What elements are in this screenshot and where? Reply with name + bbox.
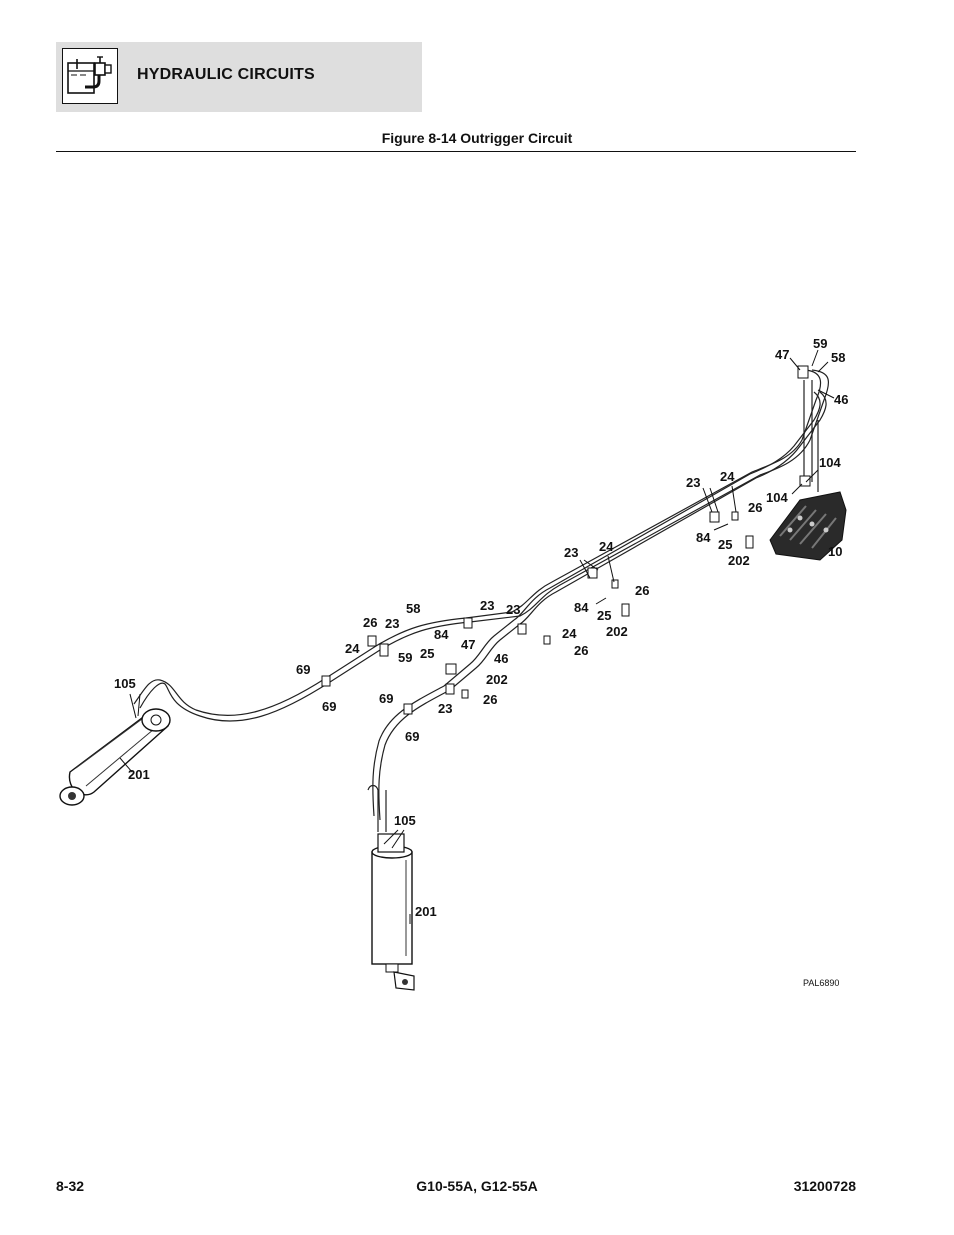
callout-24: 24 <box>562 626 577 641</box>
callout-58: 58 <box>406 601 420 616</box>
callout-69: 69 <box>322 699 336 714</box>
callout-25: 25 <box>420 646 434 661</box>
callout-202: 202 <box>728 553 750 568</box>
callout-10: 10 <box>828 544 842 559</box>
callout-105: 105 <box>394 813 416 828</box>
model-numbers: G10-55A, G12-55A <box>416 1178 538 1194</box>
callout-23: 23 <box>686 475 700 490</box>
callout-26: 26 <box>635 583 649 598</box>
callout-24: 24 <box>345 641 360 656</box>
document-number: 31200728 <box>793 1178 856 1194</box>
left-outrigger-cylinder <box>59 708 171 806</box>
callout-59: 59 <box>398 650 412 665</box>
control-valve-block <box>769 491 847 561</box>
section-title: HYDRAULIC CIRCUITS <box>137 66 315 83</box>
callout-84: 84 <box>696 530 711 545</box>
callout-labels: 47 59 58 46 104 104 10 23 24 26 84 25 20… <box>114 336 848 988</box>
page-number: 8-32 <box>56 1178 85 1194</box>
callout-47: 47 <box>461 637 475 652</box>
callout-69: 69 <box>296 662 310 677</box>
callout-202: 202 <box>486 672 508 687</box>
hydraulic-lines <box>133 369 830 832</box>
callout-23: 23 <box>438 701 452 716</box>
callout-105: 105 <box>114 676 136 691</box>
callout-46: 46 <box>834 392 848 407</box>
callout-26: 26 <box>483 692 497 707</box>
callout-46: 46 <box>494 651 508 666</box>
callout-69: 69 <box>379 691 393 706</box>
callout-23: 23 <box>385 616 399 631</box>
callout-25: 25 <box>597 608 611 623</box>
callout-25: 25 <box>718 537 732 552</box>
drawing-code: PAL6890 <box>803 978 839 988</box>
figure-title: Figure 8-14 Outrigger Circuit <box>381 130 573 146</box>
hydraulic-reservoir-icon <box>62 48 118 104</box>
callout-leaders <box>119 349 835 924</box>
callout-202: 202 <box>606 624 628 639</box>
callout-47: 47 <box>775 347 789 362</box>
callout-84: 84 <box>434 627 449 642</box>
callout-104: 104 <box>819 455 841 470</box>
right-outrigger-cylinder <box>371 833 415 991</box>
callout-26: 26 <box>363 615 377 630</box>
callout-23: 23 <box>480 598 494 613</box>
callout-58: 58 <box>831 350 845 365</box>
callout-201: 201 <box>415 904 437 919</box>
callout-69: 69 <box>405 729 419 744</box>
callout-84: 84 <box>574 600 589 615</box>
header-rule <box>56 151 856 152</box>
callout-26: 26 <box>574 643 588 658</box>
callout-26: 26 <box>748 500 762 515</box>
callout-24: 24 <box>720 469 735 484</box>
callout-201: 201 <box>128 767 150 782</box>
callout-104: 104 <box>766 490 788 505</box>
clamp-fittings <box>321 365 811 715</box>
callout-59: 59 <box>813 336 827 351</box>
callout-23: 23 <box>506 602 520 617</box>
callout-23: 23 <box>564 545 578 560</box>
callout-24: 24 <box>599 539 614 554</box>
